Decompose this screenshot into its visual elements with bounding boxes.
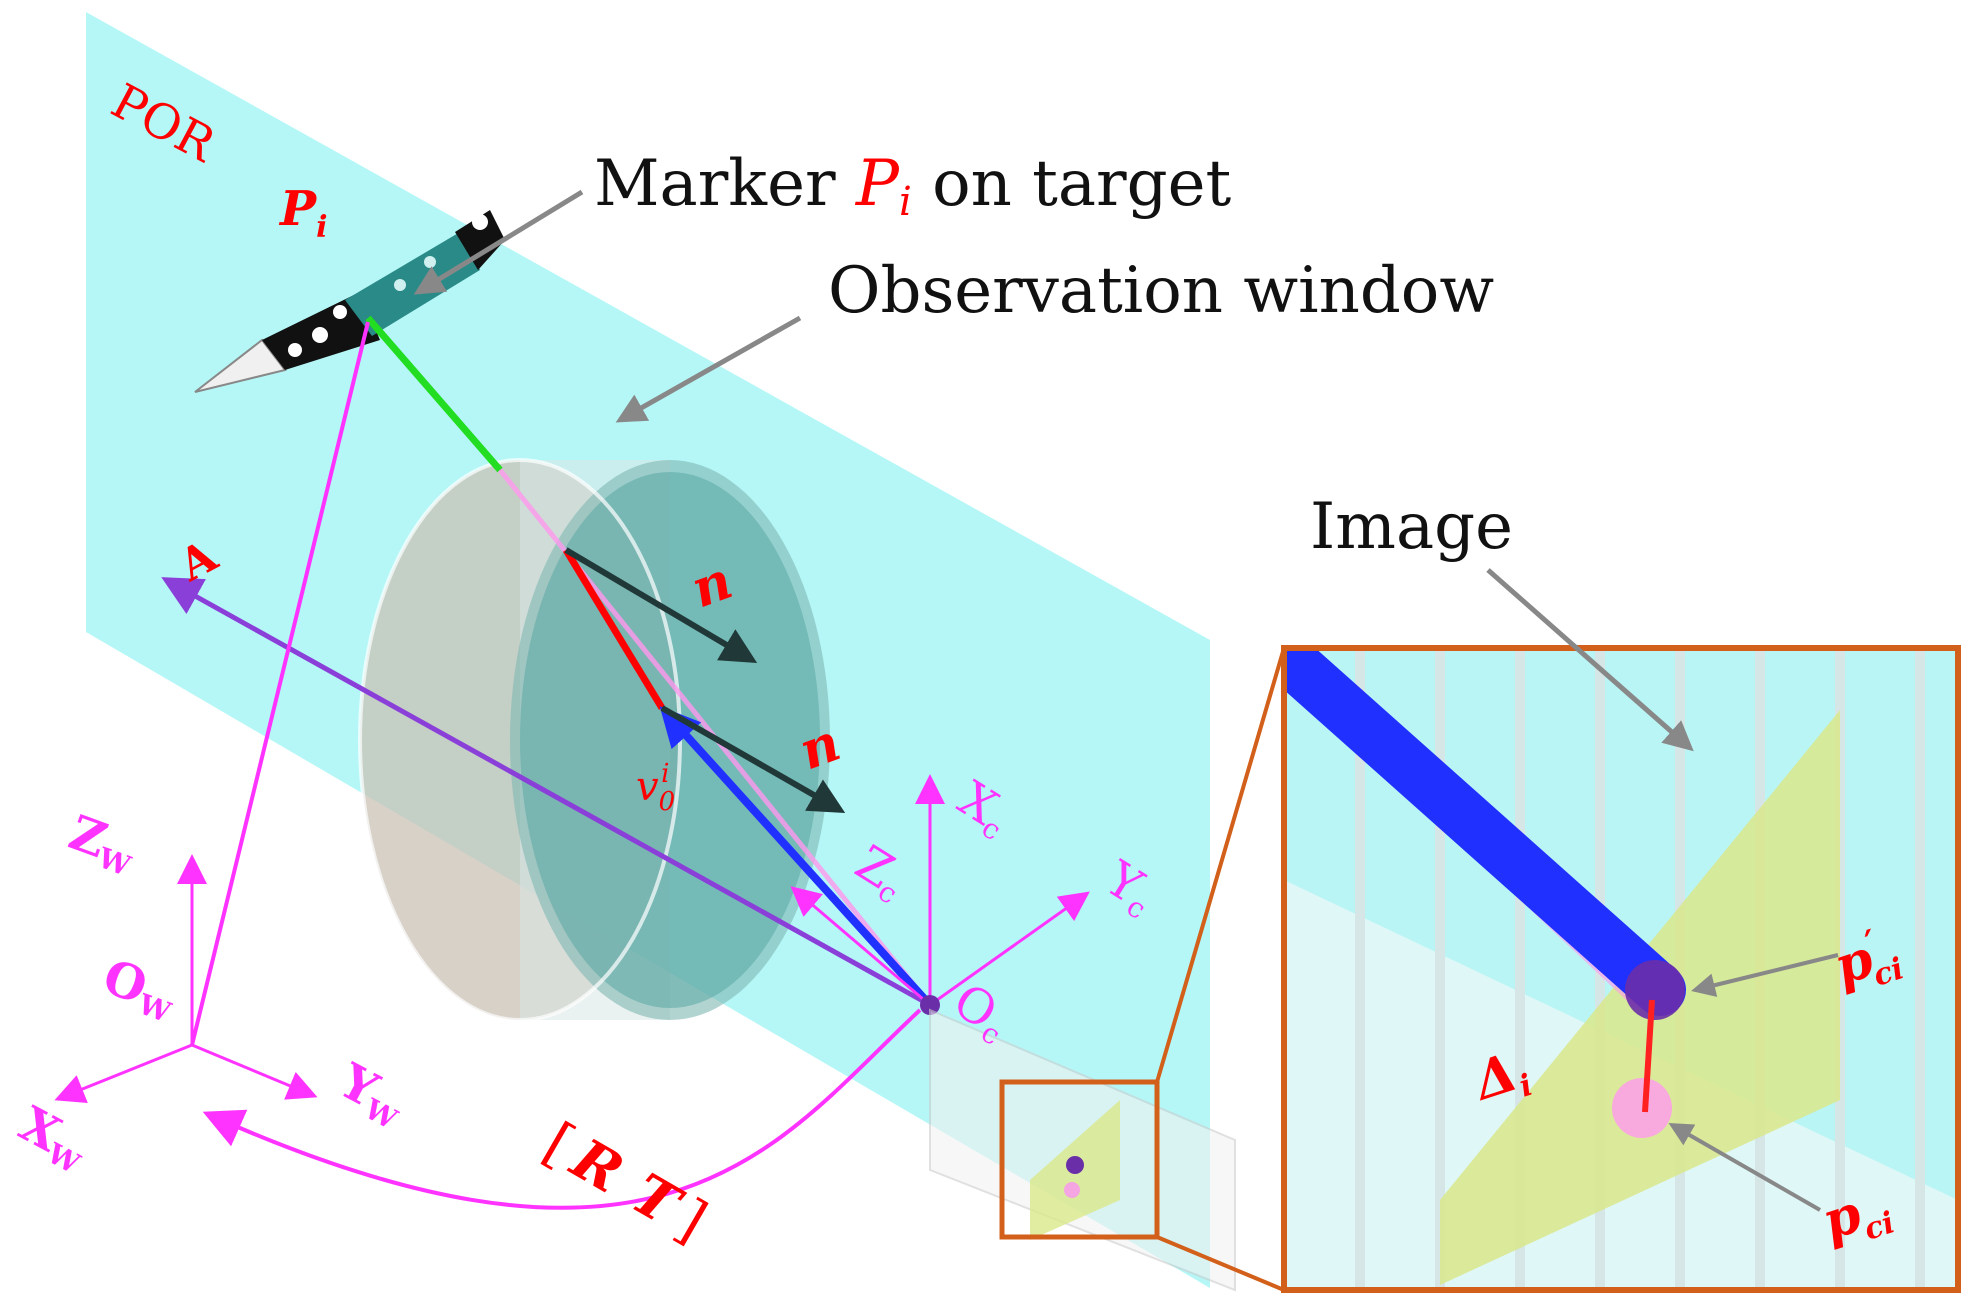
zoom-inset [1281,645,1961,1293]
observation-window [358,458,830,1022]
marker-object [194,210,505,393]
yw-label: YW [328,1053,415,1137]
normal-vector-2 [660,705,846,813]
point-pci [1612,1078,1672,1138]
ray-green [365,315,503,473]
camera-frame [790,774,1090,1015]
zoom-connector-bottom [1156,1235,1285,1292]
ray-blue [659,706,933,1008]
marker-dot [333,305,347,319]
zoom-source-box [999,1079,1160,1240]
window-pointer-arrow [615,315,802,423]
pi-label: Pi [278,181,328,245]
vector-a [161,577,932,1008]
zw-label: ZW [61,805,144,883]
rt-transform-curve [202,1008,922,1210]
delta-error-line [1642,999,1655,1113]
marker-dot [288,343,302,357]
marker-dot [312,327,328,343]
world-frame [54,854,318,1103]
ray-blue-zoomed [1284,648,1686,1016]
ow-label: OW [95,949,185,1030]
rt-label: [RT] [533,1110,718,1255]
marker-dot [394,279,406,291]
image-pointer-arrow [1486,568,1694,752]
marker-pointer-arrow [413,189,584,295]
camera-origin-point [920,995,940,1015]
ray-red [563,548,665,710]
zoom-connector-top [1155,647,1286,1083]
observation-window-label: Observation window [828,254,1494,328]
normal-vector-1 [564,547,758,664]
pci-prime-pointer [1691,953,1839,997]
v0-label: v0i [636,759,675,817]
image-label: Image [1310,490,1513,564]
marker-callout-label: Marker Pi on target [594,147,1231,225]
xw-label: XW [9,1096,98,1181]
marker-dot [424,256,436,268]
world-to-marker-line [190,321,370,1046]
point-pci-prime [1625,960,1685,1020]
pci-pointer [1668,1123,1821,1212]
marker-dot [472,214,488,230]
